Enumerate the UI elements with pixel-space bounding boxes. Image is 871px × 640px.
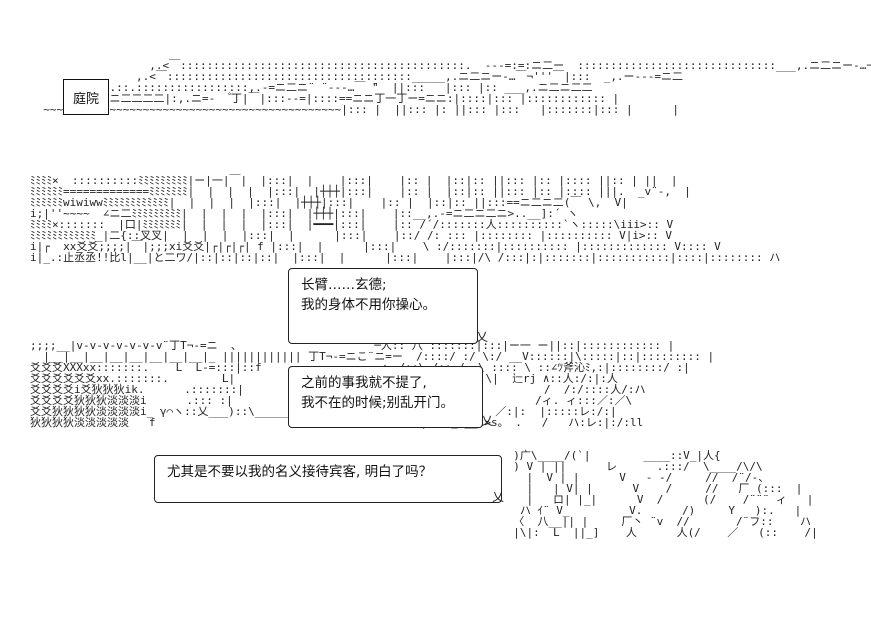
- speech-line: 尤其是不要以我的名义接待宾客, 明白了吗？: [167, 464, 433, 480]
- speech-tail-1: 乂: [476, 330, 489, 344]
- speech-line: 我的身体不用你操心。: [301, 297, 436, 313]
- speech-line: 之前的事我就不提了,: [301, 375, 427, 391]
- speech-line: 我不在的时候;别乱开门。: [301, 395, 455, 411]
- speech-line: 长臂……玄德;: [301, 277, 387, 293]
- location-label: 庭院: [63, 79, 109, 115]
- location-label-text: 庭院: [72, 91, 99, 107]
- speech-bubble-1: 长臂……玄德; 我的身体不用你操心。: [288, 268, 478, 344]
- speech-bubble-2: 之前的事我就不提了, 我不在的时候;别乱开门。: [288, 366, 483, 428]
- ascii-art-figure-legs: )广\____/(`| ____::V_|人{ ) V | || レ .:::/…: [513, 449, 818, 539]
- ascii-art-walls: ﾐﾐﾐﾐ× ::::::::::ﾐﾐﾐﾐﾐﾐﾐﾐﾐ|ー|一|￣| |:::| |…: [30, 174, 781, 264]
- speech-tail-3: 乂: [492, 490, 505, 504]
- ascii-art-roof: ,.<￣::::::::::::::::::::::::::::::::::::…: [43, 59, 871, 116]
- speech-bubble-3: 尤其是不要以我的名义接待宾客, 明白了吗？: [154, 455, 502, 503]
- speech-tail-2: 乂: [481, 414, 494, 428]
